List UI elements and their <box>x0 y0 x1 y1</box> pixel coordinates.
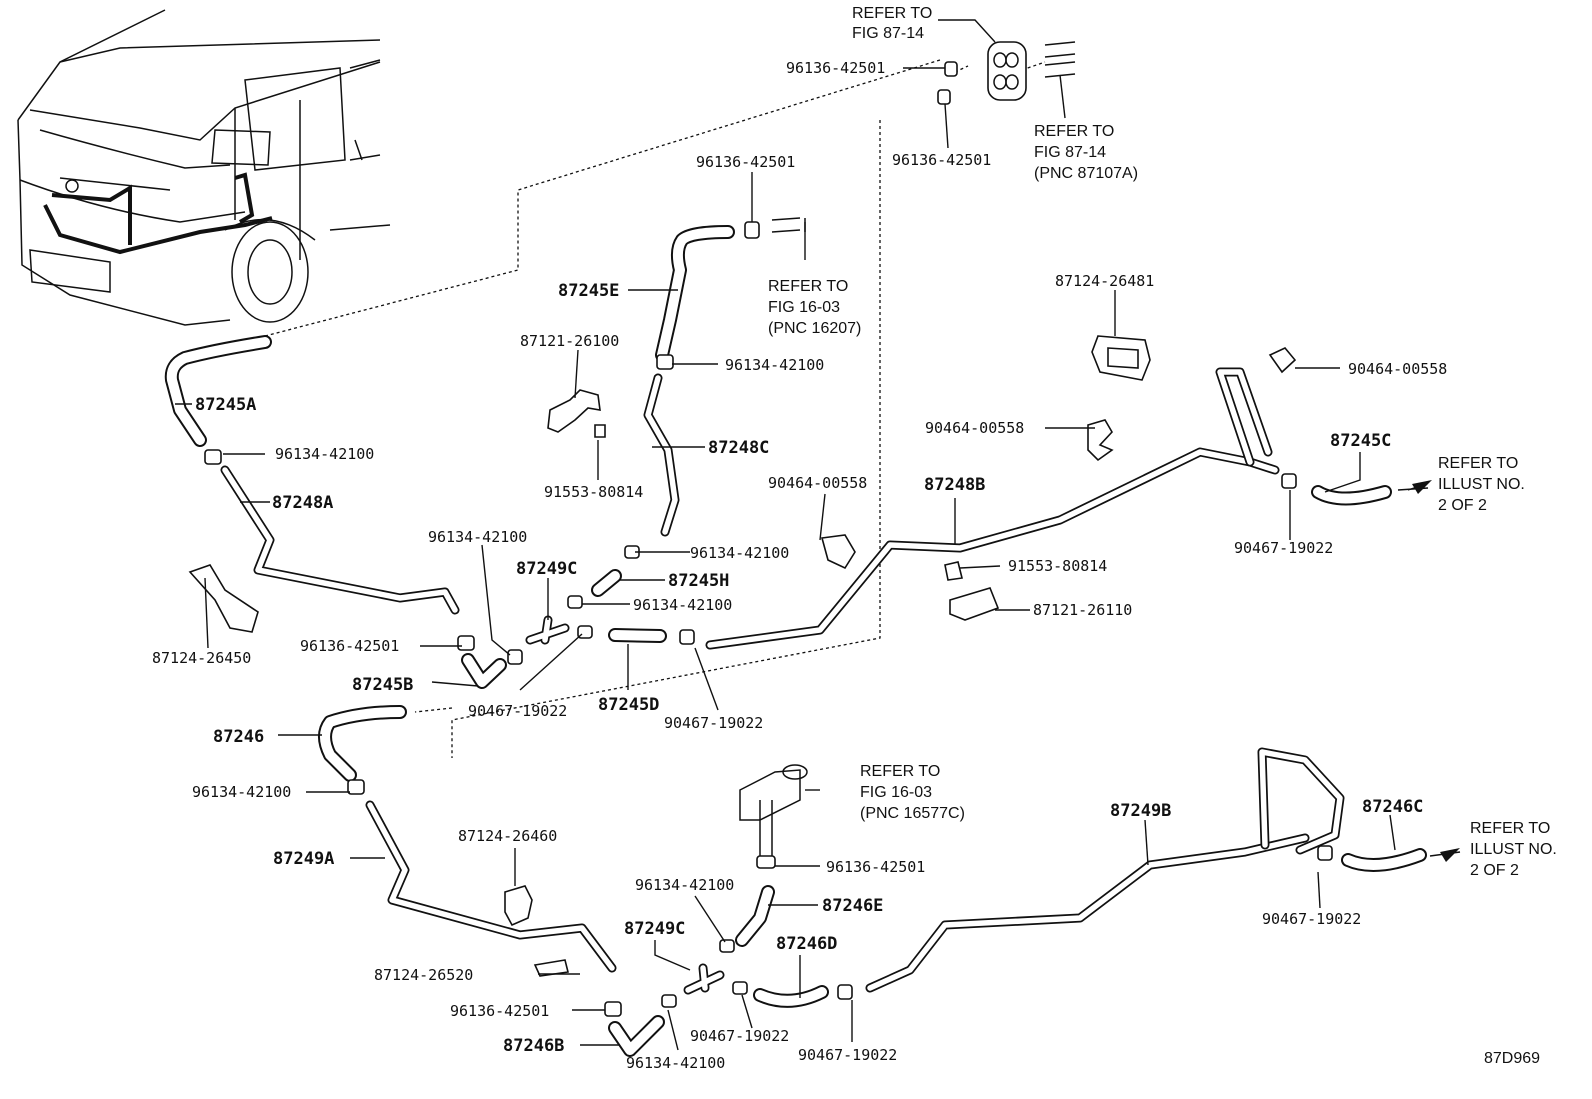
label-96134-42100-d: 96134-42100 <box>192 783 291 801</box>
reference-notes: REFER TO FIG 87-14 REFER TO FIG 87-14 (P… <box>768 5 1557 879</box>
label-87246c: 87246C <box>1362 797 1423 817</box>
ref-illust-c-l3: 2 OF 2 <box>1438 497 1487 514</box>
label-90467-19022-b: 90467-19022 <box>664 714 763 732</box>
label-87245b: 87245B <box>352 675 413 695</box>
tubes <box>164 41 1427 1057</box>
ref-16-03-a-l2: FIG 16-03 <box>768 299 840 316</box>
label-96134-42100-c: 96134-42100 <box>633 596 732 614</box>
label-96136-42501-b: 96136-42501 <box>300 637 399 655</box>
label-87248b: 87248B <box>924 475 985 495</box>
label-96136-42501-top: 96136-42501 <box>786 59 885 77</box>
label-91553-80814-right: 91553-80814 <box>1008 557 1107 575</box>
ref-16-03-b-l3: (PNC 16577C) <box>860 805 965 822</box>
label-90467-19022-c: 90467-19022 <box>1234 539 1333 557</box>
label-90467-19022-f: 90467-19022 <box>798 1046 897 1064</box>
ref-illust-d-l3: 2 OF 2 <box>1470 862 1519 879</box>
label-90467-19022-a: 90467-19022 <box>468 702 567 720</box>
label-96136-42501-f: 96136-42501 <box>826 858 925 876</box>
label-90467-19022-e: 90467-19022 <box>690 1027 789 1045</box>
label-87249c-lower: 87249C <box>624 919 685 939</box>
label-96134-42100-e: 96134-42100 <box>725 356 824 374</box>
label-90467-19022-d: 90467-19022 <box>1262 910 1361 928</box>
label-87124-26450: 87124-26450 <box>152 649 251 667</box>
part-labels: 96136-42501 96136-42501 96136-42501 8724… <box>152 59 1540 1072</box>
label-96136-42501-top2: 96136-42501 <box>892 151 991 169</box>
ref-top-left-l2: FIG 87-14 <box>852 25 924 42</box>
ref-top-left-l1: REFER TO <box>852 5 932 22</box>
label-90464-00558-c: 90464-00558 <box>768 474 867 492</box>
label-96136-42501-e: 96136-42501 <box>696 153 795 171</box>
ref-illust-d-l1: REFER TO <box>1470 820 1550 837</box>
label-96134-42100-h: 96134-42100 <box>690 544 789 562</box>
clamps <box>188 41 1333 1017</box>
label-87249a: 87249A <box>273 849 334 869</box>
label-87124-26481: 87124-26481 <box>1055 272 1154 290</box>
label-90464-00558-right: 90464-00558 <box>1348 360 1447 378</box>
label-87246b: 87246B <box>503 1036 564 1056</box>
label-87248c: 87248C <box>708 438 769 458</box>
label-96134-42100-b: 96134-42100 <box>428 528 527 546</box>
diagram-id: 87D969 <box>1484 1050 1540 1067</box>
ref-16-03-a-l3: (PNC 16207) <box>768 320 861 337</box>
label-87249c: 87249C <box>516 559 577 579</box>
label-90464-00558-mid: 90464-00558 <box>925 419 1024 437</box>
label-96134-42100-f: 96134-42100 <box>635 876 734 894</box>
label-87245a: 87245A <box>195 395 256 415</box>
ref-16-03-a-l1: REFER TO <box>768 278 848 295</box>
label-87124-26460: 87124-26460 <box>458 827 557 845</box>
leader-lines <box>175 19 1461 1051</box>
ref-illust-c-l2: ILLUST NO. <box>1438 476 1525 493</box>
label-87249b: 87249B <box>1110 801 1171 821</box>
label-87246d: 87246D <box>776 934 837 954</box>
label-87245h: 87245H <box>668 571 729 591</box>
ref-16-03-b-l2: FIG 16-03 <box>860 784 932 801</box>
label-96134-42100-g: 96134-42100 <box>626 1054 725 1072</box>
van-illustration <box>17 9 391 326</box>
ref-illust-c-l1: REFER TO <box>1438 455 1518 472</box>
ref-top-right-l3: (PNC 87107A) <box>1034 165 1138 182</box>
ref-16-03-b-l1: REFER TO <box>860 763 940 780</box>
label-87121-26110: 87121-26110 <box>1033 601 1132 619</box>
label-87245c: 87245C <box>1330 431 1391 451</box>
ref-illust-d-l2: ILLUST NO. <box>1470 841 1557 858</box>
label-87246: 87246 <box>213 727 264 747</box>
label-87124-26520: 87124-26520 <box>374 966 473 984</box>
label-87245d: 87245D <box>598 695 659 715</box>
label-87246e: 87246E <box>822 896 883 916</box>
ref-top-right-l2: FIG 87-14 <box>1034 144 1106 161</box>
label-87245e: 87245E <box>558 281 619 301</box>
ref-top-right-l1: REFER TO <box>1034 123 1114 140</box>
label-91553-80814-left: 91553-80814 <box>544 483 643 501</box>
label-87248a: 87248A <box>272 493 333 513</box>
label-96136-42501-g: 96136-42501 <box>450 1002 549 1020</box>
label-87121-26100: 87121-26100 <box>520 332 619 350</box>
label-96134-42100-a: 96134-42100 <box>275 445 374 463</box>
